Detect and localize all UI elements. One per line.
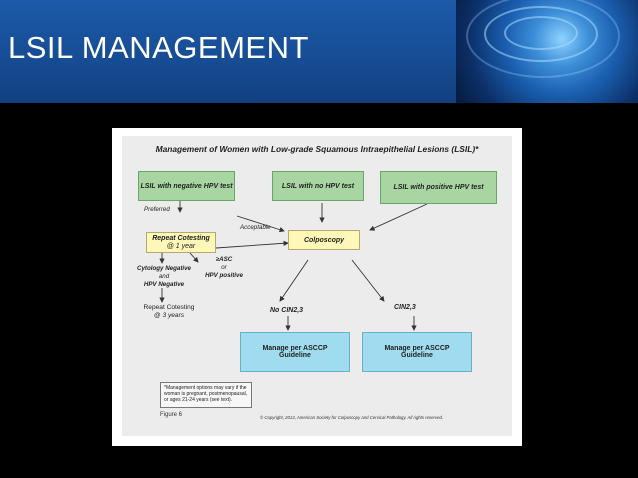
label-asc: ≥ASC [215, 256, 233, 263]
repeat-cotesting-3-years: Repeat Cotesting @ 3 years [134, 304, 204, 320]
flowchart-canvas: Management of Women with Low-grade Squam… [122, 136, 512, 436]
label-asc-group: ≥ASC or HPV positive [200, 256, 248, 280]
figure-title: Management of Women with Low-grade Squam… [155, 144, 479, 154]
repeat-cotesting-3-interval: @ 3 years [153, 312, 185, 319]
label-no-cin: No CIN2,3 [270, 307, 304, 314]
arrow-cin [351, 259, 385, 302]
flowchart-figure: Management of Women with Low-grade Squam… [112, 128, 522, 446]
flowchart-arrows [159, 201, 428, 331]
label-cin: CIN2,3 [394, 304, 416, 311]
box-repeat-cotesting: Repeat Cotesting @ 1 year [146, 232, 216, 253]
arrow-to-colposcopy [215, 240, 289, 249]
repeat-cotesting-label: Repeat Cotesting [152, 234, 210, 242]
arrow-pos-hpv [369, 203, 428, 231]
arrow-acceptable [236, 215, 285, 233]
label-and: and [158, 273, 170, 280]
label-cytology-negative: Cytology Negative [137, 265, 191, 272]
box-manage-cin: Manage per ASCCP Guideline [362, 332, 472, 372]
repeat-cotesting-3-label: Repeat Cotesting [143, 304, 195, 311]
label-hpv-negative: HPV Negative [143, 281, 185, 288]
figure-label: Figure 6 [160, 412, 183, 418]
ripple-ring [466, 0, 620, 78]
footnote-box: *Management options may vary if the woma… [160, 382, 252, 408]
label-hpv-positive: HPV positive [205, 272, 243, 279]
box-lsil-negative-hpv: LSIL with negative HPV test [138, 171, 235, 201]
label-preferred: Preferred [144, 206, 170, 213]
repeat-cotesting-interval: @ 1 year [166, 242, 196, 250]
slide-title: LSIL MANAGEMENT [8, 30, 309, 65]
label-cytology-negative-group: Cytology Negative and HPV Negative [132, 265, 196, 289]
water-drop-image [456, 0, 638, 103]
arrow-asc [189, 252, 199, 263]
label-acceptable: Acceptable [240, 224, 271, 231]
box-manage-no-cin: Manage per ASCCP Guideline [240, 332, 350, 372]
box-lsil-no-hpv: LSIL with no HPV test [272, 171, 364, 201]
box-colposcopy: Colposcopy [288, 230, 360, 250]
box-lsil-positive-hpv: LSIL with positive HPV test [380, 171, 497, 204]
slide-header: LSIL MANAGEMENT [0, 0, 638, 103]
label-or: or [221, 264, 227, 271]
copyright-text: © Copyright, 2013, American Society for … [260, 415, 444, 420]
arrow-no-cin [279, 259, 309, 302]
